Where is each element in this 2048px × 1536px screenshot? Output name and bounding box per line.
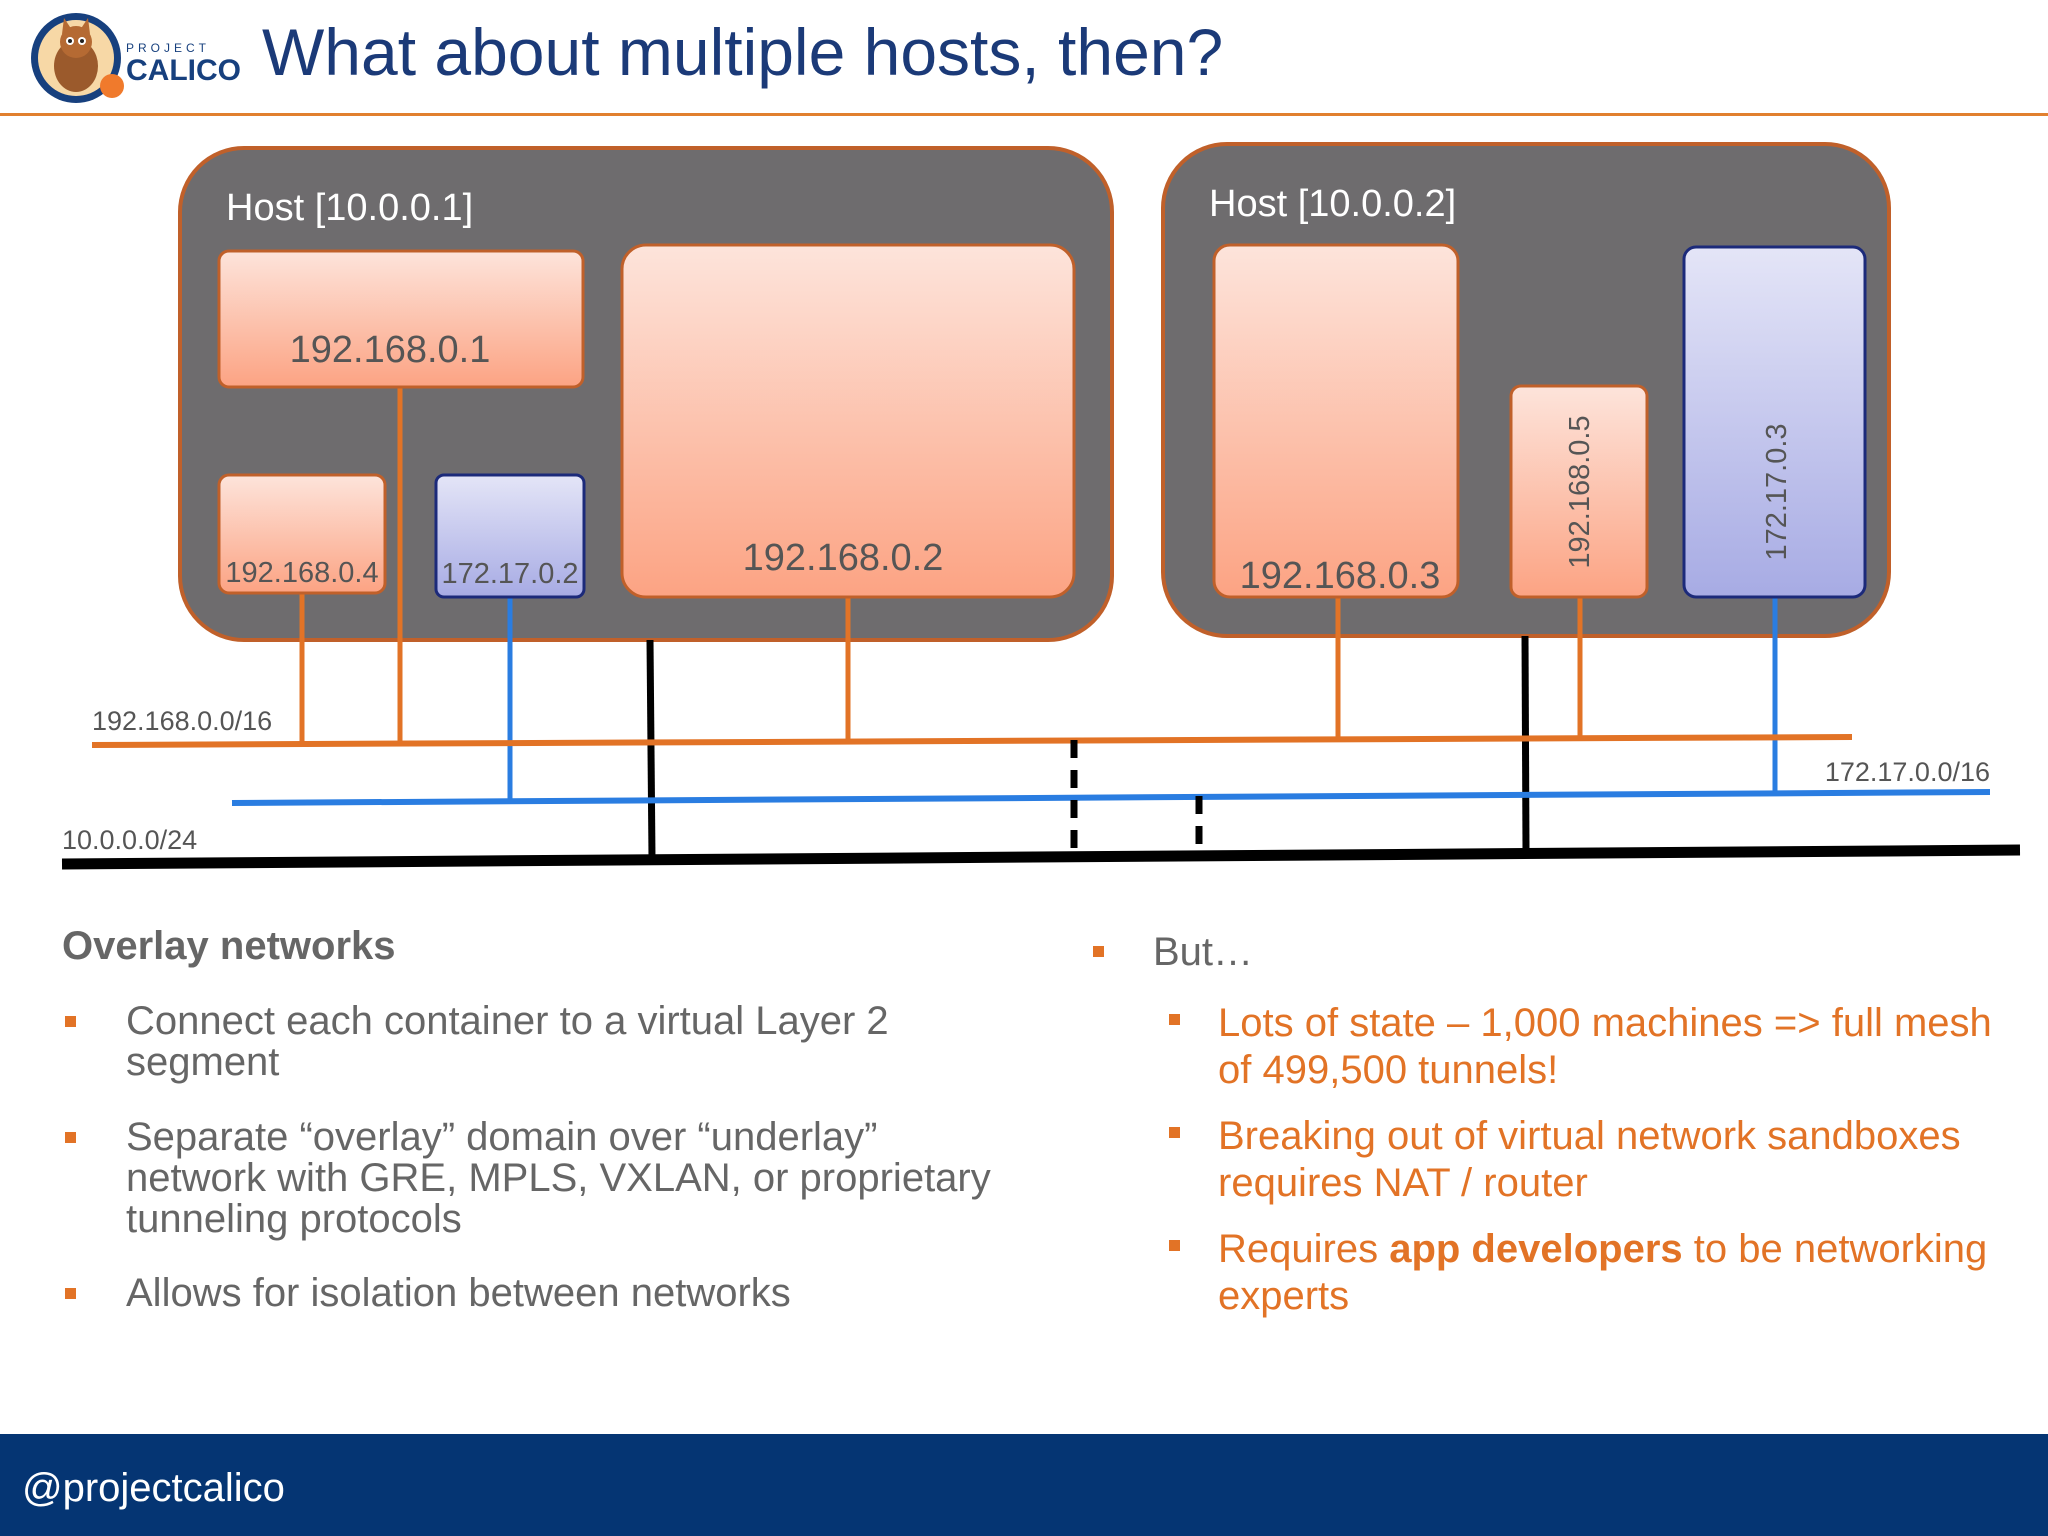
right-heading: But…: [1153, 930, 1254, 974]
page-title: What about multiple hosts, then?: [262, 15, 1224, 89]
container-192-168-0-1: 192.168.0.1: [217, 249, 585, 389]
bullet-icon: [65, 1016, 76, 1027]
project-calico-logo: PROJECT CALICO: [26, 6, 246, 106]
left-bullet-2: Separate “overlay” domain over “underlay…: [126, 1115, 991, 1241]
container-192-168-0-2: 192.168.0.2: [620, 243, 1076, 599]
host-2-uplink: [1521, 635, 1530, 851]
container-192-168-0-5: 192.168.0.5: [1509, 384, 1649, 599]
right-bullet-3-pre: Requires: [1218, 1227, 1390, 1271]
container-192-168-0-3-label: 192.168.0.3: [1240, 555, 1441, 597]
ball-icon: [100, 74, 124, 98]
container-192-168-0-5-label: 192.168.0.5: [1564, 415, 1596, 568]
logo-project-text: PROJECT: [126, 41, 210, 55]
host-2-title: Host [10.0.0.2]: [1209, 183, 1456, 225]
container-192-168-0-1-label: 192.168.0.1: [290, 329, 491, 371]
network-black-label: 10.0.0.0/24: [62, 825, 197, 855]
right-bullet-3-bold: app developers: [1389, 1227, 1683, 1271]
right-bullet-1: Lots of state – 1,000 machines => full m…: [1218, 1001, 1992, 1092]
left-heading: Overlay networks: [62, 924, 396, 968]
bullet-icon: [65, 1132, 76, 1143]
container-172-17-0-3: 172.17.0.3: [1682, 245, 1867, 599]
right-bullet-3: Requires app developers to be networking…: [1218, 1226, 2008, 1320]
host-1-uplink: [646, 639, 656, 859]
container-192-168-0-2-label: 192.168.0.2: [743, 537, 944, 579]
container-192-168-0-4-label: 192.168.0.4: [225, 557, 378, 589]
bullet-icon: [1169, 1127, 1180, 1138]
network-diagram: Host [10.0.0.1] Host [10.0.0.2] 192.168.…: [61, 142, 2021, 870]
container-172-17-0-3-label: 172.17.0.3: [1761, 423, 1793, 560]
left-bullet-1: Connect each container to a virtual Laye…: [126, 999, 889, 1084]
logo-calico-text: CALICO: [126, 54, 241, 87]
container-172-17-0-2: 172.17.0.2: [434, 473, 586, 599]
right-bullet-2: Breaking out of virtual network sandboxe…: [1218, 1114, 1961, 1205]
title-divider: [0, 113, 2048, 116]
network-orange-line: [91, 734, 1853, 748]
right-bullet-3-post: to be networking experts: [1218, 1227, 1988, 1318]
network-blue-label: 172.17.0.0/16: [1825, 757, 1990, 787]
footer-bar: [0, 1434, 2048, 1536]
network-black-line: [61, 844, 2021, 870]
host-1-title: Host [10.0.0.1]: [226, 187, 473, 229]
network-orange-label: 192.168.0.0/16: [92, 706, 272, 736]
container-192-168-0-4: 192.168.0.4: [217, 473, 387, 595]
container-172-17-0-2-label: 172.17.0.2: [441, 558, 578, 590]
bullet-icon: [65, 1288, 76, 1299]
bullet-icon: [1169, 1240, 1180, 1251]
twitter-handle: @projectcalico: [22, 1466, 285, 1510]
left-bullet-3: Allows for isolation between networks: [126, 1271, 791, 1315]
bullet-icon: [1169, 1014, 1180, 1025]
bullet-icon: [1093, 946, 1104, 957]
network-blue-line: [231, 789, 1991, 806]
container-192-168-0-3: 192.168.0.3: [1212, 243, 1460, 599]
